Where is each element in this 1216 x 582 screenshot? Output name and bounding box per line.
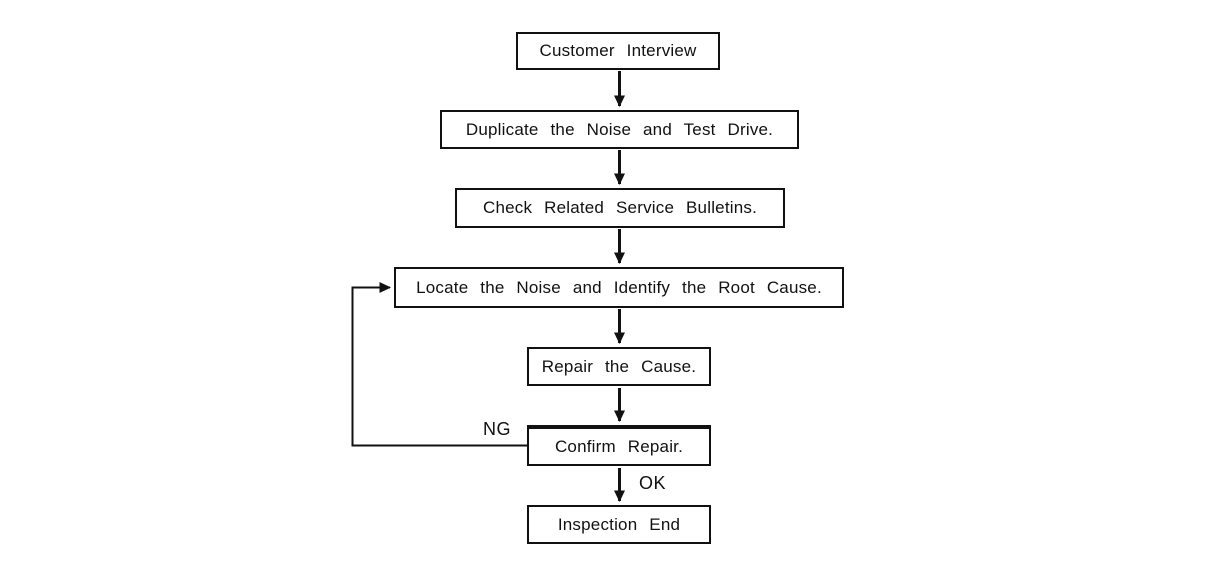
edge-label-ng: NG bbox=[483, 419, 511, 439]
node-customer-interview: Customer Interview bbox=[516, 32, 720, 70]
node-repair-the-cause: Repair the Cause. bbox=[527, 347, 711, 386]
node-locate-noise-root-cause: Locate the Noise and Identify the Root C… bbox=[394, 267, 844, 308]
node-duplicate-noise-test-drive: Duplicate the Noise and Test Drive. bbox=[440, 110, 799, 149]
node-confirm-repair: Confirm Repair. bbox=[527, 425, 711, 466]
node-inspection-end: Inspection End bbox=[527, 505, 711, 544]
node-check-service-bulletins: Check Related Service Bulletins. bbox=[455, 188, 785, 228]
edge-label-ok: OK bbox=[639, 473, 667, 493]
